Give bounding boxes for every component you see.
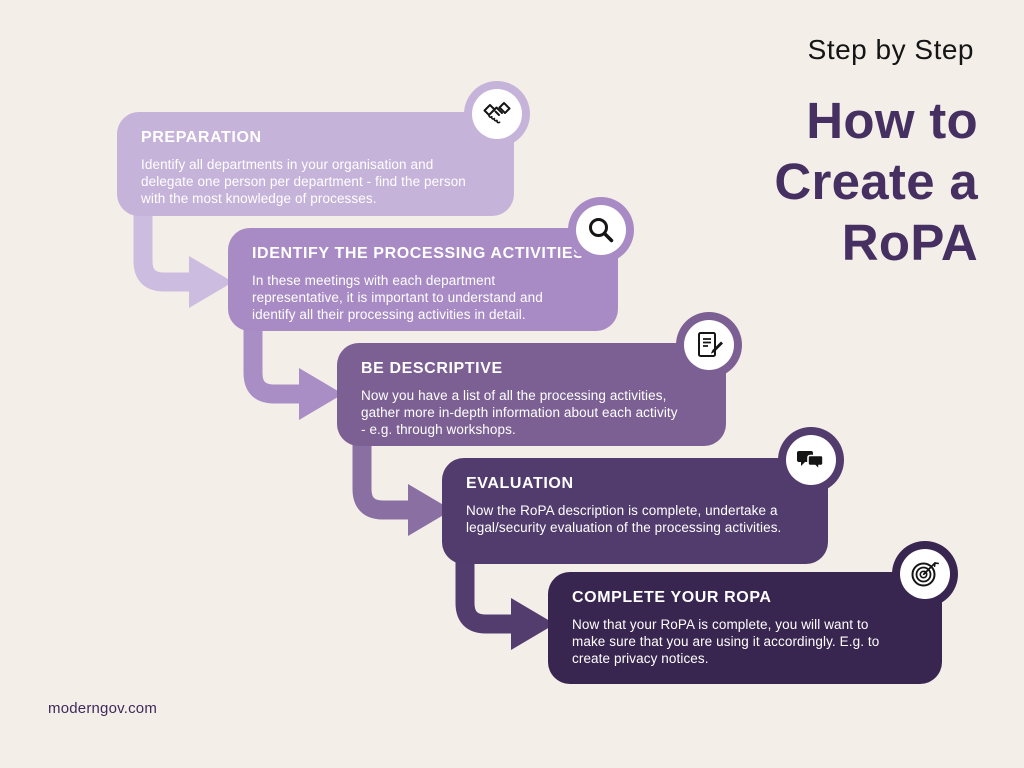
step-5-badge (892, 541, 958, 607)
step-title: EVALUATION (466, 475, 574, 492)
connector-arrow-1 (133, 206, 233, 308)
connector-arrow-4 (455, 548, 555, 650)
magnifier-icon (589, 218, 614, 243)
step-body: Now that your RoPA is complete, you will… (572, 617, 880, 666)
step-2-badge (568, 197, 634, 263)
step-card-be-descriptive: BE DESCRIPTIVE Now you have a list of al… (337, 312, 742, 446)
step-body: Now you have a list of all the processin… (361, 388, 678, 437)
website-text: moderngov.com (48, 700, 158, 717)
connector-arrow-2 (243, 318, 343, 420)
handshake-icon (483, 102, 511, 124)
step-4-badge (778, 427, 844, 493)
step-3-badge (676, 312, 742, 378)
connector-arrow-3 (352, 434, 452, 536)
step-title: BE DESCRIPTIVE (361, 360, 503, 377)
badge-circle (576, 205, 626, 255)
step-card-preparation: PREPARATION Identify all departments in … (117, 81, 530, 216)
badge-circle (472, 89, 522, 139)
header-eyebrow: Step by Step (807, 34, 974, 65)
step-title: IDENTIFY THE PROCESSING ACTIVITIES (252, 245, 585, 262)
step-card-evaluation: EVALUATION Now the RoPA description is c… (442, 427, 844, 564)
step-body: In these meetings with each department r… (252, 273, 543, 322)
page-title-line-2: Create a (774, 153, 978, 211)
step-body: Now the RoPA description is complete, un… (466, 503, 782, 535)
step-card-complete-ropa: COMPLETE YOUR ROPA Now that your RoPA is… (548, 541, 958, 684)
step-body: Identify all departments in your organis… (141, 157, 466, 206)
step-title: PREPARATION (141, 129, 262, 146)
target-icon (911, 562, 939, 587)
header: Step by Step How to Create a RoPA (638, 34, 978, 274)
badge-circle (786, 435, 836, 485)
badge-circle (900, 549, 950, 599)
chat-bubbles-icon (797, 451, 824, 472)
page-title-line-3: RoPA (841, 214, 978, 272)
step-title: COMPLETE YOUR ROPA (572, 589, 772, 606)
document-pen-icon (698, 332, 723, 357)
step-card-identify-activities: IDENTIFY THE PROCESSING ACTIVITIES In th… (228, 197, 634, 331)
page-title-line-1: How to (806, 92, 978, 149)
page-title: How to Create a RoPA (638, 90, 978, 274)
step-1-badge (464, 81, 530, 147)
badge-circle (684, 320, 734, 370)
